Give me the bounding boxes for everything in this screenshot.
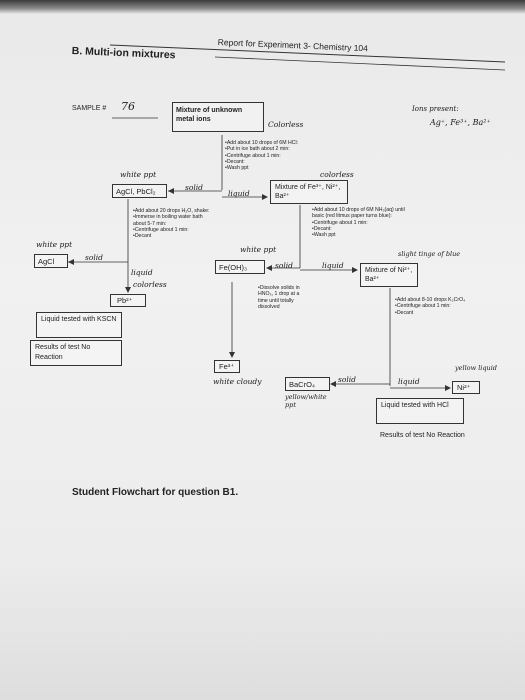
step1-solid-label: solid bbox=[185, 183, 203, 192]
step2-solid-note: white ppt bbox=[36, 240, 73, 249]
step1-liquid-note: colorless bbox=[320, 170, 354, 179]
step5-test-box: Liquid tested with HCl bbox=[376, 398, 464, 424]
start-box: Mixture of unknown metal ions bbox=[172, 102, 264, 132]
step2-result-box: Results of test No Reaction bbox=[30, 340, 122, 366]
ions-present-value: Ag⁺, Fe³⁺, Ba²⁺ bbox=[430, 118, 491, 127]
step2-liquid-note: colorless bbox=[133, 280, 167, 289]
ions-present-label: Ions present: bbox=[412, 105, 459, 113]
step5-solid-note: yellow/white ppt bbox=[285, 393, 327, 409]
step4-note: white cloudy bbox=[213, 377, 262, 386]
arrowhead bbox=[445, 385, 451, 391]
step2-solid-label: solid bbox=[85, 253, 103, 262]
step3-liquid-label: liquid bbox=[322, 261, 344, 270]
step5-liquid-note: yellow liquid bbox=[455, 364, 497, 372]
step1-liquid-box: Mixture of Fe³⁺, Ni²⁺, Ba²⁺ bbox=[270, 180, 348, 204]
step3-solid-label: solid bbox=[275, 261, 293, 270]
step5-liquid-box: Ni²⁺ bbox=[452, 381, 480, 394]
arrowhead bbox=[266, 265, 272, 271]
start-note: Colorless bbox=[268, 120, 304, 129]
step5-solid-label: solid bbox=[338, 375, 356, 384]
arrowhead bbox=[262, 194, 268, 200]
step2-test-box: Liquid tested with KSCN bbox=[36, 312, 122, 338]
step1-procedure: •Add about 10 drops of 6M HCl: •Put in i… bbox=[225, 140, 299, 172]
step2-liquid-box: Pb²⁺ bbox=[110, 294, 146, 307]
step3-procedure: •Add about 10 drops of 6M NH₃(aq) until … bbox=[312, 207, 405, 239]
step2-liquid-label: liquid bbox=[131, 268, 153, 277]
step5-liquid-label: liquid bbox=[398, 377, 420, 386]
step3-solid-note: white ppt bbox=[240, 245, 277, 254]
step5-procedure: •Add about 8-10 drops K₂CrO₄ •Centrifuge… bbox=[395, 297, 466, 316]
arrowhead bbox=[125, 287, 131, 293]
step1-liquid-label: liquid bbox=[228, 189, 250, 198]
arrowhead bbox=[229, 352, 235, 358]
step5-result-text: Results of test No Reaction bbox=[380, 432, 465, 439]
step3-solid-box: Fe(OH)₃ bbox=[215, 260, 265, 274]
arrowhead bbox=[168, 188, 174, 194]
step2-procedure: •Add about 20 drops H₂O, shake: •Immerse… bbox=[133, 208, 210, 240]
step1-solid-box: AgCl, PbCl₂ bbox=[112, 184, 167, 198]
step4-procedure: •Dissolve solids in HNO₃, 1 drop at a ti… bbox=[258, 285, 300, 310]
arrowhead bbox=[68, 259, 74, 265]
arrowhead bbox=[330, 381, 336, 387]
step4-box: Fe³⁺ bbox=[214, 360, 240, 373]
page-shadow bbox=[0, 0, 525, 14]
step2-solid-box: AgCl bbox=[34, 254, 68, 268]
header-rule-2 bbox=[214, 56, 506, 71]
sample-number: 76 bbox=[121, 100, 135, 113]
header-rule bbox=[109, 44, 506, 63]
sample-label: SAMPLE # bbox=[72, 105, 107, 112]
step3-liquid-note: slight tinge of blue bbox=[398, 250, 461, 258]
step1-solid-note: white ppt bbox=[120, 170, 157, 179]
step3-liquid-box: Mixture of Ni²⁺, Ba²⁺ bbox=[360, 263, 418, 287]
flowchart-caption: Student Flowchart for question B1. bbox=[72, 487, 239, 498]
step5-solid-box: BaCrO₄ bbox=[285, 377, 330, 391]
arrowhead bbox=[352, 267, 358, 273]
